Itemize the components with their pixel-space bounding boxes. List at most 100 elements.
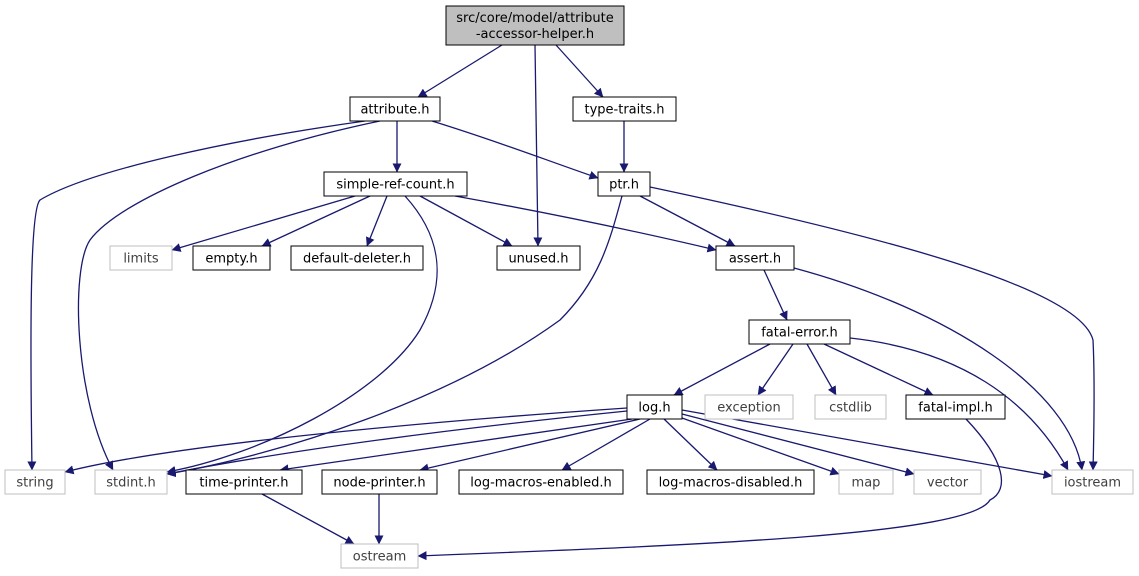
edge-fatal-error-to-iostream [849,337,1069,471]
node-label: cstdlib [829,401,872,416]
node-box [704,394,794,420]
node-box [323,171,468,197]
edge-fatal-impl-to-ostream [417,418,1003,561]
node-attribute[interactable]: attribute.h [349,96,441,122]
node-box [646,469,815,495]
node-box [458,469,624,495]
node-label: src/core/model/attribute [456,11,613,26]
node-label: exception [717,401,781,416]
node-label: unused.h [508,252,568,267]
node-box [496,245,581,271]
node-label: default-deleter.h [303,252,411,267]
node-label: empty.h [205,252,257,267]
node-box [1051,469,1134,495]
node-label: log.h [638,401,670,416]
edge-ptr-to-stdint [166,195,623,478]
node-box [349,96,441,122]
edge-attribute-to-ptr [431,120,599,180]
node-empty[interactable]: empty.h [192,245,271,271]
node-ostream: ostream [340,543,419,569]
node-box [838,469,894,495]
node-stdint: stdint.h [94,469,168,495]
edge-simple-ref-count-to-empty [261,195,371,247]
node-log[interactable]: log.h [626,394,683,420]
node-box [4,469,66,495]
node-log-macros-enabled[interactable]: log-macros-enabled.h [458,469,624,495]
edge-root-to-type-traits [555,44,604,98]
node-box [913,469,982,495]
node-label: simple-ref-count.h [336,178,454,193]
node-exception: exception [704,394,794,420]
nodes-layer: src/core/model/attribute-accessor-helper… [4,5,1134,569]
node-label: node-printer.h [333,476,425,491]
node-label: assert.h [729,252,781,267]
node-box [626,394,683,420]
edge-log-to-time-printer [279,418,633,474]
edge-simple-ref-count-to-limits [171,195,356,252]
node-box [905,394,1006,420]
edge-log-to-string [64,407,628,475]
node-label: vector [927,476,969,491]
node-node-printer[interactable]: node-printer.h [321,469,438,495]
edge-fatal-error-to-fatal-impl [823,343,934,396]
node-label: string [16,476,53,491]
edge-log-to-node-printer [419,418,641,473]
node-box [445,5,625,46]
edge-root-to-attribute [417,44,503,98]
edge-ptr-to-assert [639,195,736,247]
node-box [290,245,424,271]
edge-log-to-stdint [166,410,628,477]
node-time-printer[interactable]: time-printer.h [185,469,303,495]
edge-attribute-to-stdint [77,120,381,471]
node-box [94,469,168,495]
node-label: log-macros-disabled.h [659,476,803,491]
node-root[interactable]: src/core/model/attribute-accessor-helper… [445,5,625,46]
edge-log-to-log-macros-enabled [561,418,651,471]
node-vector: vector [913,469,982,495]
node-ptr[interactable]: ptr.h [597,171,651,197]
edge-log-to-iostream [681,409,1053,479]
node-label: ptr.h [609,178,639,193]
node-map: map [838,469,894,495]
edge-attribute-to-string [27,120,366,471]
node-type-traits[interactable]: type-traits.h [572,96,677,122]
node-unused[interactable]: unused.h [496,245,581,271]
node-fatal-error[interactable]: fatal-error.h [748,319,851,345]
edge-simple-ref-count-to-stdint [166,195,438,475]
node-label: limits [123,252,159,267]
node-fatal-impl[interactable]: fatal-impl.h [905,394,1006,420]
node-label: type-traits.h [585,103,665,118]
node-box [185,469,303,495]
node-log-macros-disabled[interactable]: log-macros-disabled.h [646,469,815,495]
edge-fatal-error-to-cstdlib [806,343,837,396]
node-label: fatal-error.h [761,326,838,341]
node-label: -accessor-helper.h [476,27,594,42]
node-limits: limits [109,245,173,271]
node-box [192,245,271,271]
node-iostream: iostream [1051,469,1134,495]
node-default-deleter[interactable]: default-deleter.h [290,245,424,271]
node-label: iostream [1064,476,1121,491]
node-label: map [852,476,881,491]
node-label: attribute.h [360,103,429,118]
edge-assert-to-iostream [793,267,1086,471]
node-label: fatal-impl.h [918,401,992,416]
node-box [572,96,677,122]
node-label: log-macros-enabled.h [470,476,611,491]
node-simple-ref-count[interactable]: simple-ref-count.h [323,171,468,197]
edge-root-to-unused [533,44,543,247]
node-box [748,319,851,345]
node-cstdlib: cstdlib [814,394,887,420]
node-assert[interactable]: assert.h [715,245,795,271]
node-label: time-printer.h [199,476,288,491]
edge-ptr-to-iostream [649,186,1098,471]
edge-simple-ref-count-to-default-deleter [365,195,388,247]
edge-fatal-error-to-exception [757,343,794,396]
node-label: ostream [353,550,407,565]
edge-fatal-error-to-log [673,343,771,396]
node-box [340,543,419,569]
edge-assert-to-fatal-error [763,269,788,321]
node-box [321,469,438,495]
node-box [814,394,887,420]
